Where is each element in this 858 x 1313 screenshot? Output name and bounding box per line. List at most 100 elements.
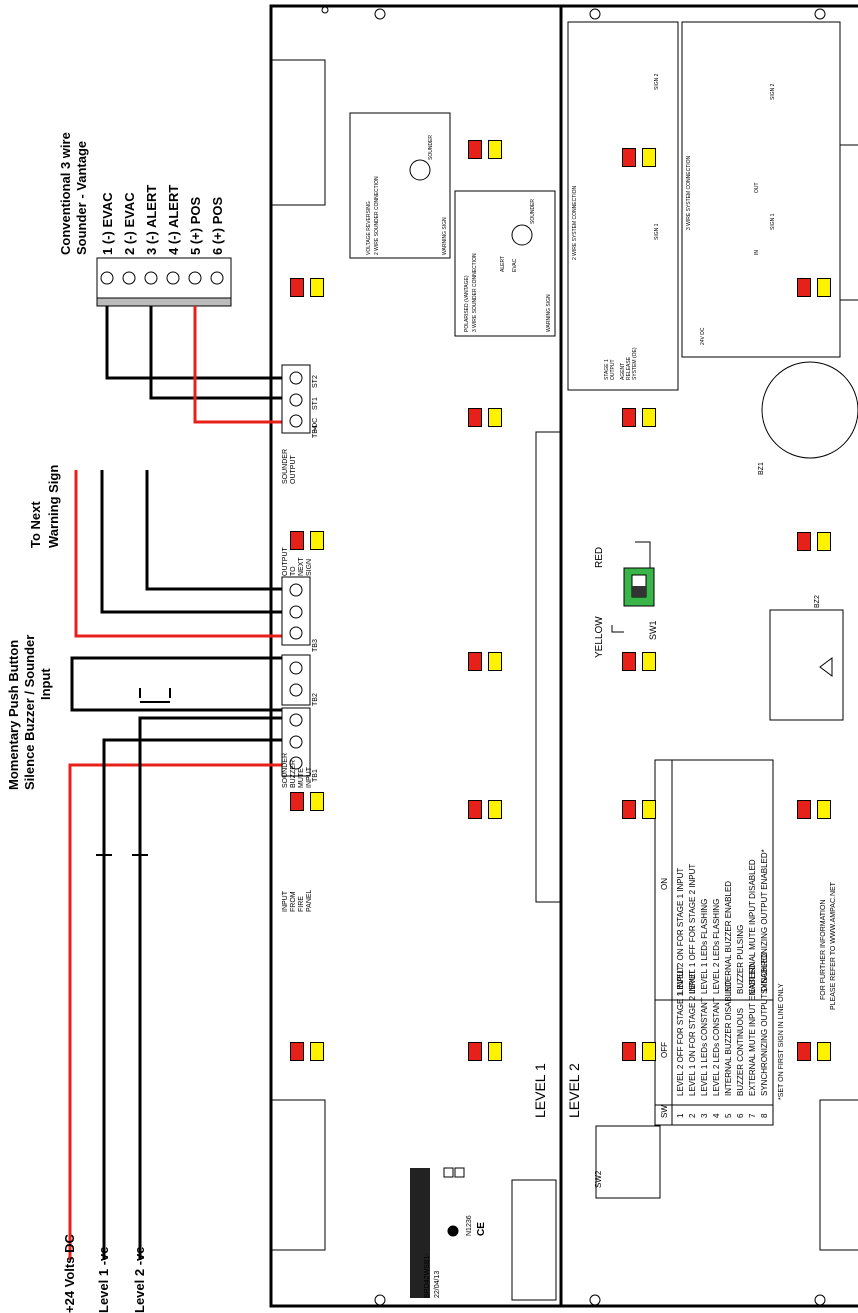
led-red (622, 800, 636, 819)
vr-sounder: SOUNDER (428, 134, 434, 160)
led-red (290, 531, 304, 550)
sw-row-num: 2 (688, 1113, 697, 1118)
sw-row-on: BUZZER PULSING (736, 924, 745, 994)
sounder-output-1: SOUNDER (282, 448, 289, 484)
sw-row-off: BUZZER CONTINUOUS (736, 1008, 745, 1096)
tb4-term-dc: +DC (312, 417, 319, 432)
tb4-term-st1: ST1 (312, 397, 319, 410)
sw-row-off: LEVEL 1 LEDs CONSTANT (700, 997, 709, 1096)
momentary-label-2: Silence Buzzer / Sounder (22, 634, 37, 790)
fire-panel-3: FIRE (298, 896, 305, 912)
led-red (622, 408, 636, 427)
led-red (622, 148, 636, 167)
connection-boxes (349, 21, 841, 391)
board-date: 22/04/13 (434, 1270, 441, 1298)
to-next-label-1: To Next (28, 501, 43, 548)
two-wire-sign1: SIGN 1 (654, 223, 660, 240)
sw2-dip-switch (595, 1125, 661, 1199)
sounder-output-2: OUTPUT (290, 455, 297, 484)
terminal-5-label: 5 (+) POS (188, 196, 203, 255)
led-red (622, 1042, 636, 1061)
mute-input-3: MUTE (298, 768, 305, 788)
tb4-term-st2: ST2 (312, 375, 319, 388)
led-red (468, 1042, 482, 1061)
terminal-3-label: 3 (-) ALERT (144, 184, 159, 255)
sw-table-header-off: OFF (660, 1042, 669, 1058)
pol-alert: ALERT (500, 255, 506, 272)
output-next-2: TO (290, 566, 297, 576)
to-next-label-2: Warning Sign (46, 464, 61, 548)
fire-panel-4: PANEL (306, 889, 313, 912)
bz1-label: BZ1 (758, 462, 765, 475)
sw-row-num: 5 (724, 1113, 733, 1118)
stage1-2: OUTPUT (610, 359, 616, 380)
sw-table-header-on: ON (660, 878, 669, 890)
led-red (468, 140, 482, 159)
led-red (468, 800, 482, 819)
fire-panel-2: FROM (290, 891, 297, 912)
fire-panel-1: INPUT (282, 891, 289, 912)
led-yellow (488, 1042, 502, 1061)
sw-row-on: SYNCHRONIZING OUTPUT ENABLED* (760, 849, 769, 994)
sounder-symbols (409, 159, 533, 246)
n-code: N1236 (466, 1215, 473, 1236)
sw1-switch (611, 541, 655, 633)
mounting-holes (321, 6, 826, 1306)
sw2-label: SW2 (594, 1170, 603, 1188)
led-red (622, 652, 636, 671)
tb3-label: TB3 (312, 639, 319, 652)
conventional-label-1: Conventional 3 wire (58, 132, 73, 255)
sw-row-on: LEVEL 1 LEDs FLASHING (700, 898, 709, 994)
vr-warning-sign: WARNING SIGN (442, 217, 448, 255)
led-yellow (488, 140, 502, 159)
vr-title-2: 2 WIRE SOUNDER CONNECTION (374, 176, 380, 255)
sw-table-frame (654, 759, 774, 1126)
pol-warning-sign: WARNING SIGN (546, 294, 552, 332)
sw-row-num: 4 (712, 1113, 721, 1118)
board-outline (269, 4, 858, 1308)
sw-row-num: 6 (736, 1113, 745, 1118)
led-yellow (488, 652, 502, 671)
bz1-buzzer (761, 361, 858, 459)
led-yellow (817, 278, 831, 297)
board-terminal-blocks (281, 364, 311, 777)
power-label: +24 Volts DC (62, 1234, 77, 1313)
terminal-4-label: 4 (-) ALERT (166, 184, 181, 255)
bz2-label: BZ2 (814, 595, 821, 608)
output-next-1: OUTPUT (282, 547, 289, 576)
three-wire-sys-title: 3 WIRE SYSTEM CONNECTION (686, 155, 692, 230)
output-next-4: SIGN (306, 558, 313, 576)
led-yellow (642, 652, 656, 671)
terminal-1-label: 1 (-) EVAC (100, 192, 115, 255)
sw-footnote-2b: PLEASE REFER TO WWW.AMPAC.NET (830, 882, 837, 1010)
three-wire-sign1: SIGN 1 (770, 213, 776, 230)
output-next-3: NEXT (298, 557, 305, 576)
led-yellow (817, 532, 831, 551)
led-yellow (488, 408, 502, 427)
tb2-label: TB2 (312, 693, 319, 706)
led-red (797, 1042, 811, 1061)
mute-input-4: INPUT (306, 767, 313, 788)
sw-row-num: 8 (760, 1113, 769, 1118)
terminal-6-label: 6 (+) POS (210, 196, 225, 255)
label-box (511, 1179, 557, 1301)
conventional-terminal-block (96, 257, 232, 307)
sw-row-num: 3 (700, 1113, 709, 1118)
led-yellow (642, 800, 656, 819)
led-yellow (642, 408, 656, 427)
momentary-label-3: Input (38, 668, 53, 700)
sw-row-on: EXTERNAL MUTE INPUT DISABLED (748, 859, 757, 994)
agent-3: SYSTEM (OE) (632, 347, 638, 380)
sw-row-on: INTERNAL BUZZER ENABLED (724, 880, 733, 994)
sw-row-on: LEVEL 2 LEDs FLASHING (712, 898, 721, 994)
v24-label: 24V DC (700, 327, 706, 345)
bz2-buzzer (769, 609, 844, 721)
led-red (797, 532, 811, 551)
two-wire-sys-title: 2 WIRE SYSTEM CONNECTION (572, 185, 578, 260)
led-yellow (817, 1042, 831, 1061)
led-yellow (488, 800, 502, 819)
led-yellow (310, 531, 324, 550)
led-yellow (817, 800, 831, 819)
sw-row-num: 1 (676, 1113, 685, 1118)
